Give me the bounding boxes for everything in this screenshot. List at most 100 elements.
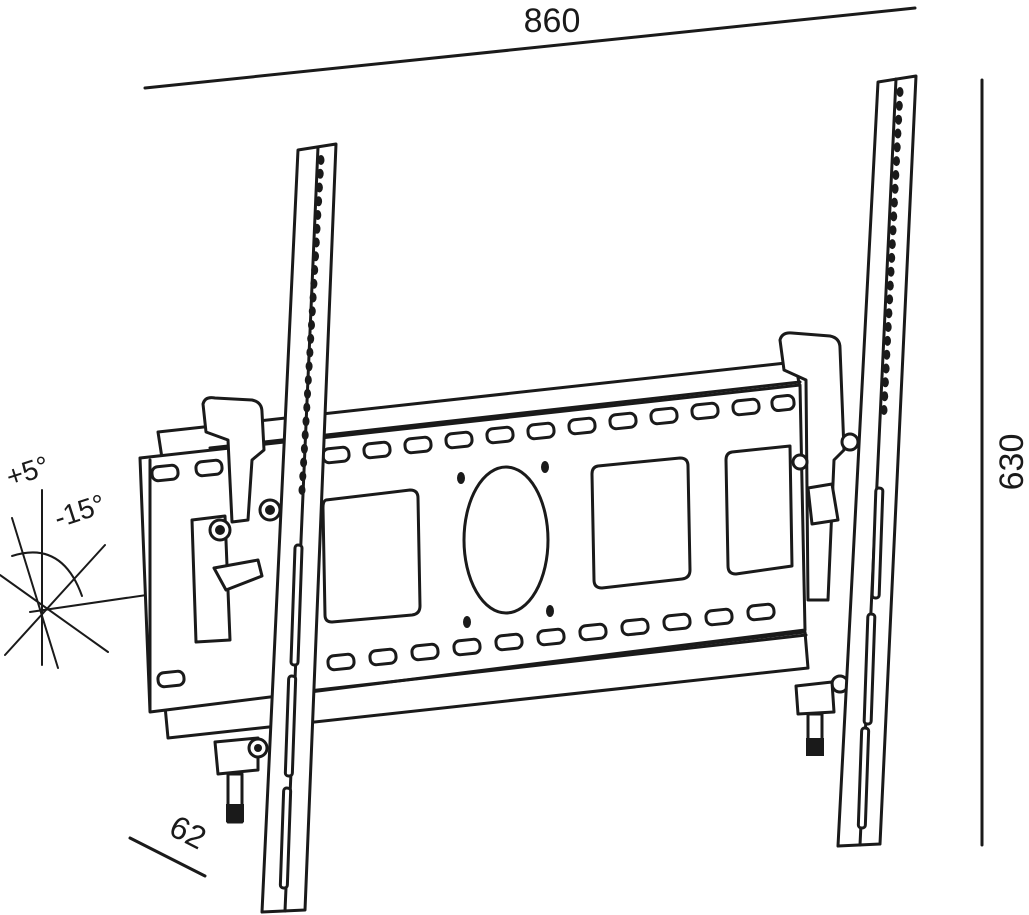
arm-adjust-hole xyxy=(315,196,323,207)
slot xyxy=(649,406,679,426)
slot xyxy=(690,401,720,421)
arm-adjust-hole xyxy=(316,168,324,179)
left-arm-slot xyxy=(289,543,304,667)
arm-adjust-hole xyxy=(893,142,901,153)
slot xyxy=(578,622,608,642)
frame-hole xyxy=(463,616,471,628)
slot xyxy=(452,637,482,657)
slot xyxy=(746,602,776,622)
arm-adjust-hole xyxy=(895,100,903,111)
left-bracket-hook xyxy=(201,396,266,524)
arm-adjust-hole xyxy=(896,87,904,97)
right-arm-slot xyxy=(856,726,871,830)
arm-adjust-hole xyxy=(894,128,902,139)
slot xyxy=(770,393,796,413)
arm-adjust-hole xyxy=(317,155,325,165)
frame-center-oval-cutout xyxy=(462,465,550,615)
left-tilt-bracket xyxy=(190,396,282,824)
slot xyxy=(321,445,351,465)
height-dimension: 630 xyxy=(980,78,1029,847)
tilt-perpendicular-line xyxy=(0,574,109,653)
slot xyxy=(410,642,440,662)
arm-adjust-hole xyxy=(892,170,900,180)
tilt-arc xyxy=(11,551,83,597)
slot xyxy=(662,612,692,632)
arm-adjust-hole xyxy=(889,225,897,236)
slot xyxy=(536,627,566,647)
arm-adjust-hole xyxy=(887,266,895,277)
arm-adjust-hole xyxy=(308,320,315,330)
arm-adjust-hole xyxy=(303,402,311,413)
frame-plate-bottom-ridge xyxy=(298,633,808,694)
arm-adjust-hole xyxy=(312,251,319,262)
left-arm-outline xyxy=(260,142,338,914)
arm-adjust-hole xyxy=(888,239,896,250)
left-arm-slot xyxy=(283,674,298,778)
slot xyxy=(494,632,524,652)
arm-adjust-hole xyxy=(314,210,322,220)
slot xyxy=(620,617,650,637)
top-slot-row xyxy=(150,393,796,483)
arm-adjust-hole xyxy=(885,308,893,319)
left-bracket-bolt-center xyxy=(265,505,275,515)
frame-cutout-far-right xyxy=(724,444,794,576)
depth-dimension: 62 xyxy=(128,808,212,878)
arm-adjust-hole xyxy=(311,265,319,275)
arm-adjust-hole xyxy=(309,292,317,303)
right-arm-hole-column xyxy=(880,87,904,415)
arm-adjust-hole xyxy=(891,183,899,194)
arm-adjust-hole xyxy=(888,252,896,263)
arm-adjust-hole xyxy=(313,223,321,234)
arm-adjust-hole xyxy=(884,322,892,332)
arm-adjust-hole xyxy=(884,335,891,346)
arm-adjust-hole xyxy=(299,471,307,482)
arm-adjust-hole xyxy=(300,443,308,454)
arm-adjust-hole xyxy=(880,405,888,415)
left-bracket-knob-center xyxy=(215,525,225,535)
frame-cutout-right xyxy=(590,456,692,590)
depth-dimension-line xyxy=(128,836,207,878)
bottom-slot-row xyxy=(156,602,776,689)
tilt-backward-line xyxy=(4,544,106,656)
depth-dimension-label: 62 xyxy=(164,808,212,856)
right-adjust-screw-head xyxy=(806,738,824,756)
left-lower-bolt-center xyxy=(254,744,262,752)
arm-adjust-hole xyxy=(893,156,900,167)
width-dimension-line xyxy=(143,6,917,90)
arm-adjust-hole xyxy=(307,333,315,344)
slot xyxy=(567,416,597,436)
right-arm-slot xyxy=(862,612,877,726)
left-adjust-screw-head xyxy=(226,804,244,822)
arm-adjust-hole xyxy=(881,377,889,388)
height-dimension-label: 630 xyxy=(993,434,1029,491)
slot xyxy=(704,607,734,627)
right-bracket-knob xyxy=(840,432,860,452)
slot xyxy=(194,458,224,478)
left-bracket-arm xyxy=(190,514,232,644)
arm-adjust-hole xyxy=(315,182,323,193)
slot xyxy=(485,425,515,445)
arm-adjust-hole xyxy=(306,347,314,358)
left-arm-hole-column xyxy=(298,155,325,495)
right-tilt-bracket xyxy=(778,331,860,756)
arm-adjust-hole xyxy=(300,457,308,468)
arm-adjust-hole xyxy=(301,430,309,440)
arm-adjust-hole xyxy=(890,211,898,222)
arm-adjust-hole xyxy=(886,294,894,305)
slot xyxy=(326,652,356,672)
right-bracket-latch xyxy=(806,482,840,526)
frame-cutout-left xyxy=(321,488,422,624)
slot xyxy=(526,421,556,441)
slot xyxy=(403,435,433,455)
arm-adjust-hole xyxy=(302,416,310,427)
arm-adjust-hole xyxy=(305,361,313,372)
tilt-angle-indicator: +5° -15° xyxy=(0,450,216,669)
arm-adjust-hole xyxy=(883,349,891,360)
arm-adjust-hole xyxy=(304,375,312,385)
right-vertical-arm xyxy=(836,74,918,848)
slot xyxy=(731,397,761,417)
left-bracket-tab xyxy=(212,558,264,592)
slot xyxy=(444,430,474,450)
left-arm-fold-line xyxy=(283,145,320,913)
